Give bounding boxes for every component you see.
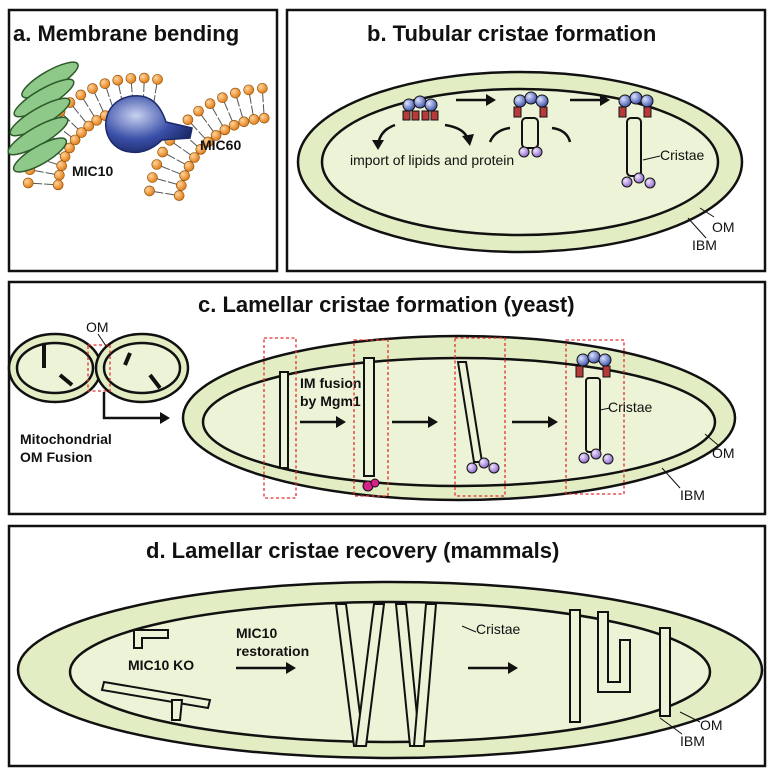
inner-boundary-b bbox=[320, 87, 720, 237]
lipid-head bbox=[52, 179, 64, 191]
inner-boundary-d bbox=[68, 600, 712, 744]
panel-a: a. Membrane bending MIC10 MIC60 bbox=[7, 8, 279, 273]
lipid-head bbox=[64, 142, 75, 154]
lipid-head bbox=[144, 185, 155, 197]
lipid-head bbox=[176, 180, 187, 191]
panel-d: d. Lamellar cristae recovery (mammals) M… bbox=[7, 524, 767, 768]
lipid-head bbox=[258, 112, 270, 124]
lipid-head bbox=[151, 159, 163, 170]
lipid-head bbox=[91, 115, 102, 126]
import-arrow-b2 bbox=[488, 126, 511, 143]
lipid-head bbox=[195, 144, 207, 155]
ko-cristae bbox=[100, 629, 212, 721]
lipid-head bbox=[59, 151, 71, 162]
cristae-label-b: Cristae bbox=[660, 147, 705, 163]
om-label-c-small: OM bbox=[86, 319, 109, 335]
lipid-head bbox=[204, 98, 216, 110]
lipid-head bbox=[193, 105, 204, 117]
lipid-head bbox=[217, 92, 228, 103]
lipid-head bbox=[75, 89, 87, 101]
septum-c1 bbox=[279, 371, 289, 469]
highlight-box-c3 bbox=[454, 337, 506, 497]
lipid-bilayers bbox=[22, 72, 270, 201]
panel-b-title: b. Tubular cristae formation bbox=[367, 21, 656, 46]
ibm-label-b: IBM bbox=[692, 237, 717, 253]
import-arrow-b3 bbox=[551, 126, 572, 143]
mic60-label: MIC60 bbox=[200, 137, 241, 153]
lipid-head bbox=[152, 74, 163, 85]
om-label-d: OM bbox=[700, 717, 723, 733]
import-label: import of lipids and protein bbox=[350, 152, 514, 168]
highlight-box-c2 bbox=[353, 339, 389, 497]
crista-c2 bbox=[363, 357, 375, 477]
im-fusion-line2: by Mgm1 bbox=[300, 393, 361, 409]
lipid-head bbox=[173, 190, 185, 201]
lipid-head bbox=[183, 161, 195, 172]
micos-complex-b1 bbox=[402, 95, 439, 121]
highlight-box-c1 bbox=[263, 337, 297, 499]
lipid-head bbox=[147, 172, 158, 183]
crista-c4 bbox=[575, 350, 614, 465]
lipid-head bbox=[83, 120, 95, 132]
om-label-c: OM bbox=[712, 445, 735, 461]
ibm-label-c: IBM bbox=[680, 487, 705, 503]
om-label-b: OM bbox=[712, 219, 735, 235]
lipid-head bbox=[202, 136, 214, 148]
lipid-head bbox=[238, 116, 250, 128]
lipid-head bbox=[76, 127, 87, 138]
lipid-head bbox=[248, 114, 260, 125]
mic10-label: MIC10 bbox=[72, 163, 113, 179]
fusion-highlight-box bbox=[87, 344, 111, 392]
om-fusion-line1: Mitochondrial bbox=[20, 431, 112, 447]
mic10-protein bbox=[7, 61, 79, 173]
lipid-head bbox=[54, 169, 65, 181]
panel-b: b. Tubular cristae formation bbox=[285, 8, 767, 273]
crista-junction-b2 bbox=[513, 91, 549, 158]
lipid-head bbox=[210, 130, 222, 141]
cristae-label-d: Cristae bbox=[476, 621, 521, 637]
cristae-label-c: Cristae bbox=[608, 399, 653, 415]
panel-d-title: d. Lamellar cristae recovery (mammals) bbox=[146, 538, 559, 563]
lipid-head bbox=[69, 134, 81, 146]
lamellar-cristae-d bbox=[334, 603, 438, 747]
panel-a-title: a. Membrane bending bbox=[13, 21, 239, 46]
panel-c: c. Lamellar cristae formation (yeast) OM… bbox=[7, 280, 767, 516]
lipid-head bbox=[87, 83, 98, 94]
lipid-head bbox=[22, 177, 34, 189]
lipid-head bbox=[189, 152, 200, 163]
ko-label: MIC10 KO bbox=[128, 657, 194, 673]
restoration-line1: MIC10 bbox=[236, 625, 277, 641]
lipid-head bbox=[99, 78, 111, 89]
lipid-head bbox=[182, 114, 194, 126]
crista-b3 bbox=[618, 91, 656, 189]
fusion-arrow bbox=[102, 392, 160, 420]
lipid-head bbox=[56, 160, 67, 172]
panel-c-title: c. Lamellar cristae formation (yeast) bbox=[198, 292, 575, 317]
lipid-head bbox=[179, 170, 190, 181]
recovered-cristae-d bbox=[569, 609, 671, 723]
lipid-head bbox=[112, 74, 124, 86]
ibm-label-d: IBM bbox=[680, 733, 705, 749]
restoration-line2: restoration bbox=[236, 643, 309, 659]
lipid-head bbox=[257, 82, 268, 94]
lipid-head bbox=[138, 72, 150, 84]
lipid-head bbox=[230, 87, 241, 99]
om-fusion-line2: OM Fusion bbox=[20, 449, 92, 465]
mic60-protein bbox=[105, 95, 193, 154]
im-fusion-line1: IM fusion bbox=[300, 375, 361, 391]
lipid-head bbox=[125, 73, 137, 84]
lipid-head bbox=[228, 119, 240, 131]
lipid-head bbox=[157, 146, 168, 158]
highlight-box-c4 bbox=[565, 339, 625, 495]
fusing-mitochondria bbox=[7, 332, 190, 404]
lipid-head bbox=[219, 124, 231, 136]
lipid-head bbox=[243, 84, 255, 96]
